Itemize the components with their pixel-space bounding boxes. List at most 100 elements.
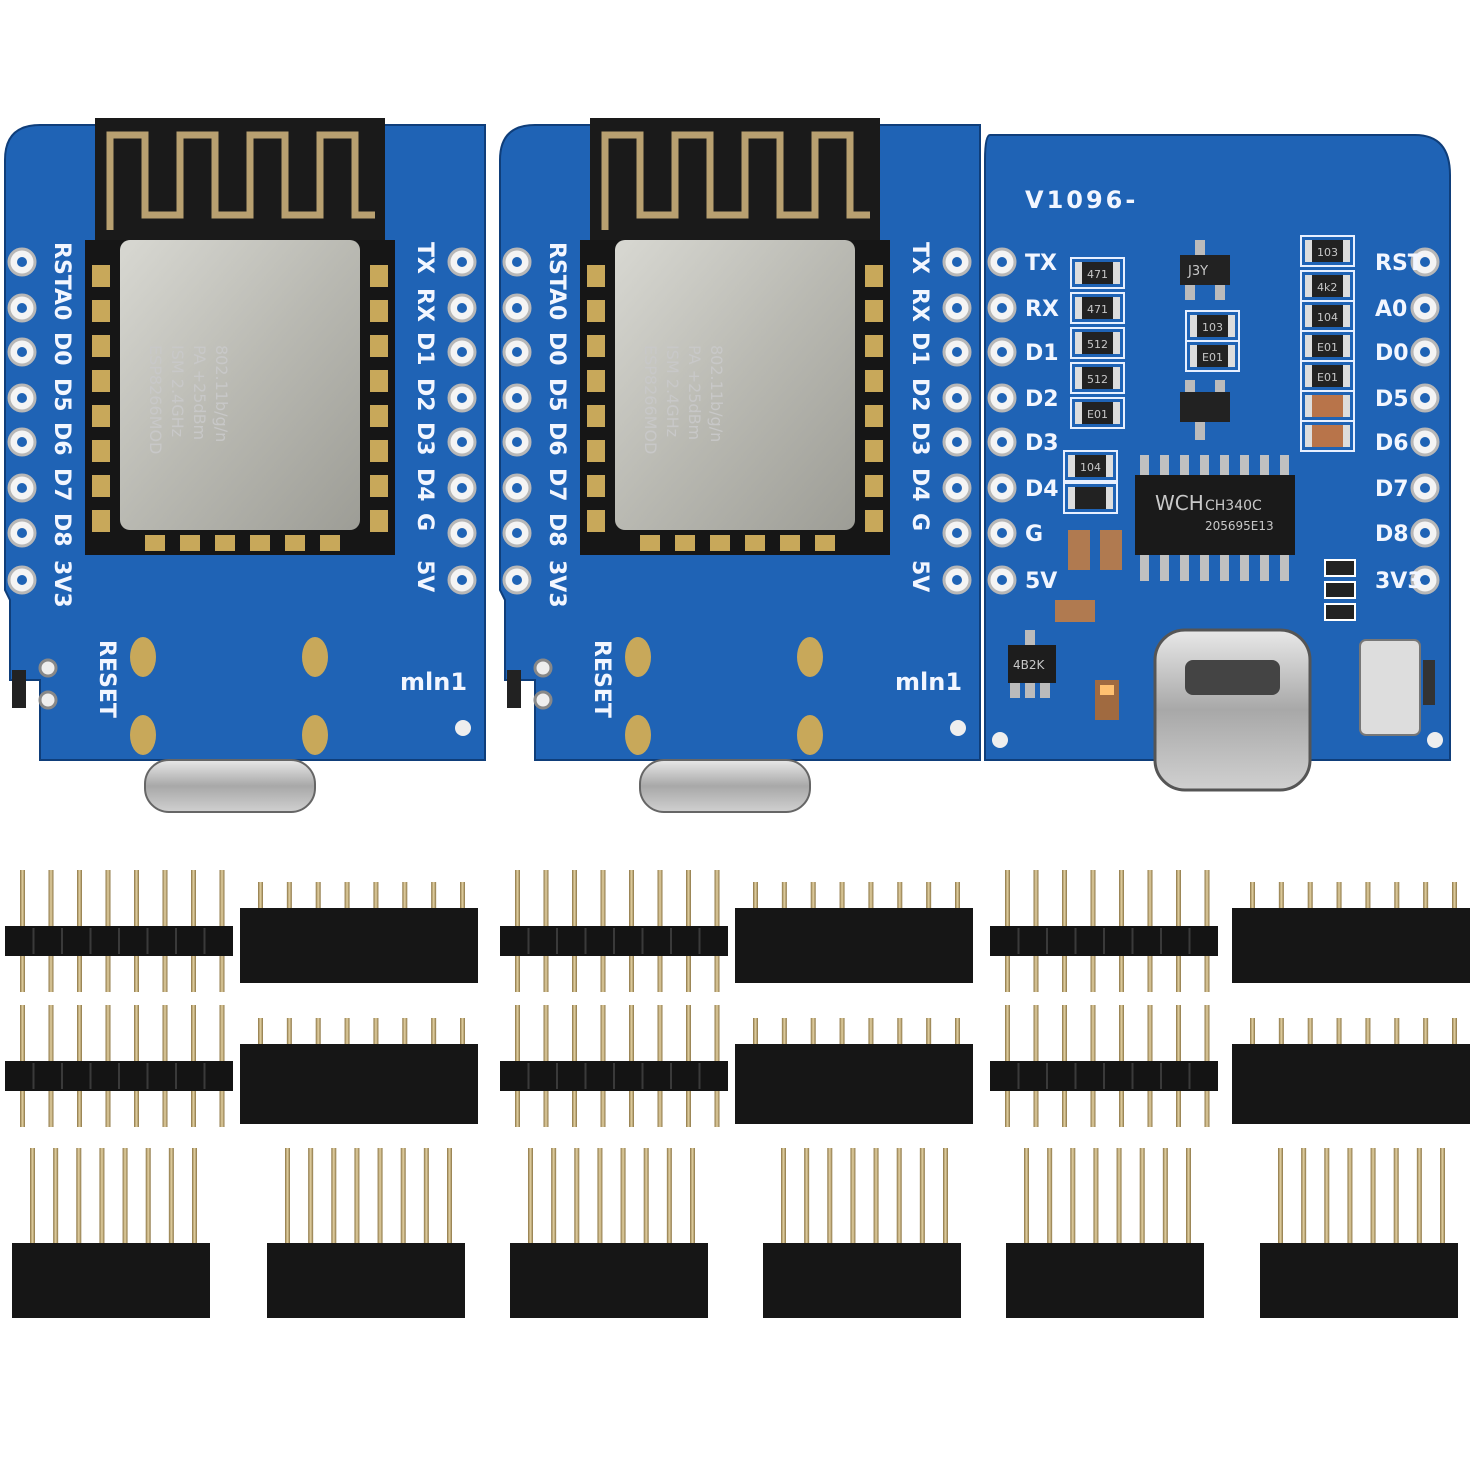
module-pad	[370, 510, 388, 532]
module-label-3: PA +25dBm	[685, 345, 704, 440]
header-pin	[850, 1148, 856, 1247]
resistor-cap	[1305, 395, 1312, 417]
resistor-cap	[1075, 262, 1082, 284]
chip-leg	[1240, 553, 1249, 581]
male-pin-header	[5, 1005, 233, 1127]
header-body	[267, 1243, 465, 1318]
via	[1427, 732, 1443, 748]
smd-resistor	[1075, 402, 1120, 424]
pin-label-a0: A0	[49, 288, 74, 320]
ch340c-chip: WCH CH340C 205695E13	[1135, 455, 1295, 581]
pin-label-5v: 5V	[412, 560, 437, 592]
resistor-outline	[1070, 292, 1125, 324]
pin-label-tx: TX	[412, 242, 437, 274]
smd-resistor	[1305, 240, 1350, 262]
male-pin-header	[5, 870, 233, 992]
header-pin	[1336, 1018, 1342, 1048]
resistor-code: 103	[1317, 246, 1338, 259]
header-body	[1006, 1243, 1204, 1318]
pin-hole-center	[952, 393, 962, 403]
pin-label-d0: D0	[49, 332, 74, 366]
smd-resistor	[1190, 315, 1235, 337]
pin-hole-center	[952, 347, 962, 357]
module-pad	[865, 405, 883, 427]
resistor-cap	[1343, 425, 1350, 447]
header-pin	[1393, 1148, 1399, 1247]
chip-leg	[1140, 553, 1149, 581]
module-pad	[370, 405, 388, 427]
pin-label-3v3: 3V3	[49, 560, 74, 608]
pin-label-d0: D0	[544, 332, 569, 366]
module-pad	[587, 370, 605, 392]
header-pin	[402, 1018, 408, 1048]
resistor-code: E01	[1087, 408, 1108, 421]
right-pin-holes	[942, 247, 972, 595]
header-pin	[551, 1148, 557, 1247]
header-pin	[810, 882, 816, 912]
reset-button	[507, 670, 521, 708]
header-pin	[1452, 882, 1457, 912]
resistor-cap	[1305, 240, 1312, 262]
module-pad	[865, 300, 883, 322]
header-body	[1232, 908, 1470, 983]
pin-label-d3: D3	[1025, 431, 1059, 456]
header-pin	[868, 882, 874, 912]
female-pin-header	[1232, 882, 1470, 983]
smd-resistor	[1075, 297, 1120, 319]
male-pin-header	[990, 870, 1218, 992]
pin-label-rst: RST	[544, 242, 569, 290]
header-pin	[781, 1018, 787, 1048]
female-pin-header	[240, 1018, 478, 1124]
module-pad	[370, 265, 388, 287]
usb-mount-pad	[130, 715, 156, 755]
header-pin	[1250, 882, 1255, 912]
pin-label-a0: A0	[1375, 297, 1407, 322]
module-pad	[865, 335, 883, 357]
chip-leg	[1240, 455, 1249, 477]
header-pin	[447, 1148, 452, 1247]
resistor-outline	[1070, 257, 1125, 289]
header-pin	[1423, 882, 1429, 912]
header-pin	[1452, 1018, 1457, 1048]
resistor-outline	[1070, 362, 1125, 394]
header-body	[735, 908, 973, 983]
module-label-2: ISM 2.4GHz	[168, 345, 187, 437]
header-pin	[286, 1018, 292, 1048]
capacitor	[1100, 530, 1122, 570]
pin-hole-center	[512, 575, 522, 585]
version-label: V1096-	[1025, 186, 1138, 214]
header-pin	[377, 1148, 383, 1247]
header-body	[1232, 1044, 1470, 1124]
female-pin-header	[510, 1148, 708, 1318]
pin-label-g: G	[1025, 522, 1043, 547]
diode	[1324, 581, 1356, 599]
header-pin	[76, 1148, 82, 1247]
resistor-code: E01	[1317, 371, 1338, 384]
via	[38, 690, 58, 710]
via	[38, 658, 58, 678]
pin-hole-center	[17, 528, 27, 538]
header-body	[735, 1044, 973, 1124]
header-pin	[643, 1148, 649, 1247]
female-pin-header	[763, 1148, 961, 1318]
header-pin	[839, 1018, 845, 1048]
chip-leg	[1220, 553, 1229, 581]
pin-label-d0: D0	[1375, 341, 1409, 366]
via	[533, 658, 553, 678]
module-label-2: ISM 2.4GHz	[663, 345, 682, 437]
pin-label-d7: D7	[544, 468, 569, 502]
module-pad	[587, 335, 605, 357]
resistor-code: 103	[1202, 321, 1223, 334]
pin-hole-center	[1420, 393, 1430, 403]
pin-label-d1: D1	[907, 332, 932, 366]
female-pin-header	[240, 882, 478, 983]
d1-mini-back-board: V1096- WCH CH340C 205695E13 J3Y	[984, 134, 1451, 792]
chip-leg	[1180, 553, 1189, 581]
usb-mount-pad	[302, 715, 328, 755]
module-pad	[320, 535, 340, 551]
header-pin	[1394, 882, 1400, 912]
module-pad	[285, 535, 305, 551]
